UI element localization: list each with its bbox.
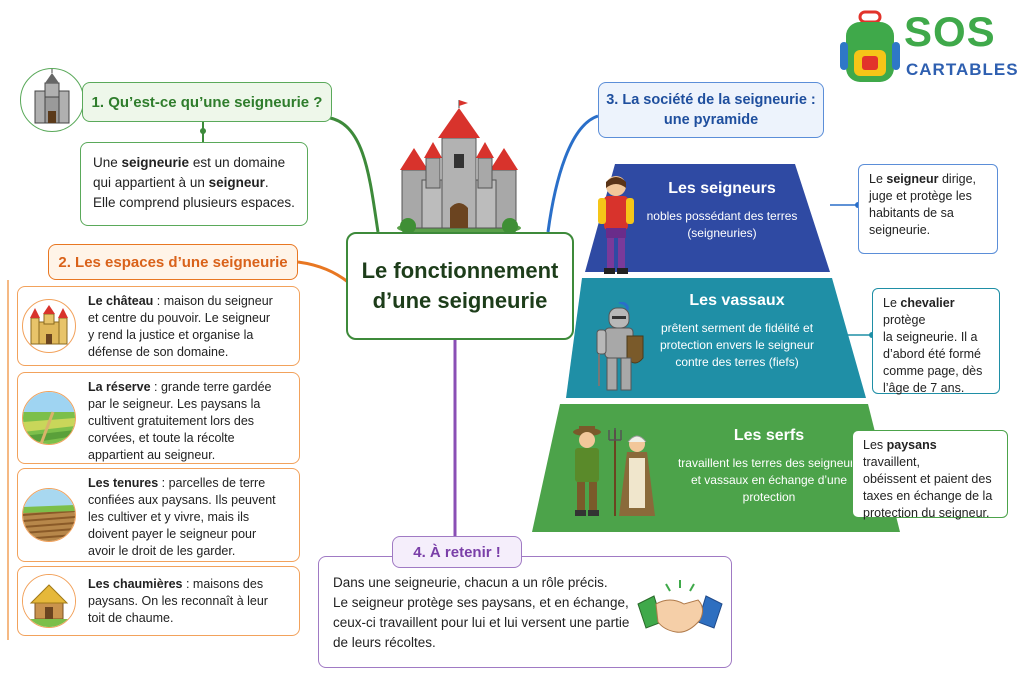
level-serfs-text: Les serfs travaillent les terres des sei…: [664, 427, 874, 506]
level-serfs-desc-1: travaillent les terres des seigneurs: [677, 456, 861, 470]
section1-line-2: qui appartient à un seigneur.: [93, 175, 269, 190]
section1-line-3: Elle comprend plusieurs espaces.: [93, 195, 295, 210]
tower-icon: [34, 67, 70, 124]
section4-line-4: de leurs récoltes.: [333, 635, 436, 650]
section3-heading: 3. La société de la seigneurie : une pyr…: [598, 82, 824, 138]
level-seigneurs-text: Les seigneurs nobles possédant des terre…: [632, 180, 812, 242]
main-title: Le fonctionnement d’une seigneurie: [346, 232, 574, 340]
section4-heading: 4. À retenir !: [392, 536, 522, 568]
level-serfs-title: Les serfs: [733, 427, 805, 444]
handshake-icon: [637, 580, 723, 633]
main-title-line-1: Le fonctionnement: [361, 258, 559, 283]
side-paysans: Les paysans travaillent, obéissent et pa…: [852, 430, 1008, 520]
card-reserve: La réserve : grande terre gardée par le …: [17, 372, 300, 464]
side-chevalier: Le chevalier protège la seigneurie. Il a…: [872, 288, 1000, 395]
castle-icon: [22, 299, 76, 353]
noble-figure: [598, 176, 634, 274]
main-title-line-2: d’une seigneurie: [372, 288, 548, 313]
level-seigneurs-desc-2: (seigneuries): [687, 226, 757, 240]
level-vassaux-text: Les vassaux prêtent serment de fidélité …: [632, 292, 842, 371]
pyramid-level-seigneurs: [585, 164, 830, 272]
card-reserve-text: La réserve : grande terre gardée par le …: [88, 380, 272, 462]
section4-line-3: ceux-ci travaillent pour lui et lui vers…: [333, 615, 630, 630]
section1-heading: 1. Qu’est-ce qu’une seigneurie ?: [82, 82, 332, 122]
section3-heading-line-1: 3. La société de la seigneurie :: [606, 92, 816, 108]
logo: SOS CARTABLES: [840, 8, 1020, 88]
section1-line-1: Une seigneurie est un domaine: [93, 155, 286, 170]
logo-cartables: CARTABLES: [906, 60, 1019, 79]
section4-line-2: Le seigneur protège ses paysans, et en é…: [333, 595, 629, 610]
section3-heading-line-2: une pyramide: [663, 112, 759, 128]
card-tenures-text: Les tenures : parcelles de terre confiée…: [88, 476, 276, 558]
level-vassaux-desc-2: protection envers le seigneur: [659, 338, 815, 352]
logo-sos: SOS: [904, 8, 996, 55]
level-vassaux-desc-1: prêtent serment de fidélité et: [660, 321, 814, 335]
section4-line-1: Dans une seigneurie, chacun a un rôle pr…: [333, 575, 608, 590]
backpack-icon: [840, 10, 900, 82]
level-seigneurs-title: Les seigneurs: [668, 180, 776, 197]
knight-figure: [596, 302, 644, 391]
level-serfs-desc-2: et vassaux en échange d’une: [690, 473, 848, 487]
cottage-icon: [22, 574, 76, 628]
side-seigneur: Le seigneur dirige, juge et protège les …: [858, 164, 998, 254]
field-icon: [22, 391, 76, 445]
level-seigneurs-desc-1: nobles possédant des terres: [646, 209, 798, 223]
level-vassaux-desc-3: contre des terres (fiefs): [675, 355, 799, 369]
plowed-field-icon: [22, 488, 76, 542]
peasants-figure: [573, 426, 655, 516]
section1-castle-badge: [20, 67, 84, 132]
section2-heading: 2. Les espaces d’une seigneurie: [48, 244, 298, 280]
card-chaumieres: Les chaumières : maisons des paysans. On…: [17, 566, 300, 636]
card-chateau: Le château : maison du seigneur et centr…: [17, 286, 300, 366]
section1-text: Une seigneurie est un domaine qui appart…: [80, 142, 308, 226]
card-chaumieres-text: Les chaumières : maisons des paysans. On…: [88, 577, 268, 625]
card-chateau-text: Le château : maison du seigneur et centr…: [88, 294, 273, 359]
pyramid-level-vassaux: [566, 278, 866, 398]
castle-illustration: [397, 100, 521, 235]
level-vassaux-title: Les vassaux: [689, 292, 785, 309]
card-tenures: Les tenures : parcelles de terre confiée…: [17, 468, 300, 562]
level-serfs-desc-3: protection: [742, 490, 796, 504]
